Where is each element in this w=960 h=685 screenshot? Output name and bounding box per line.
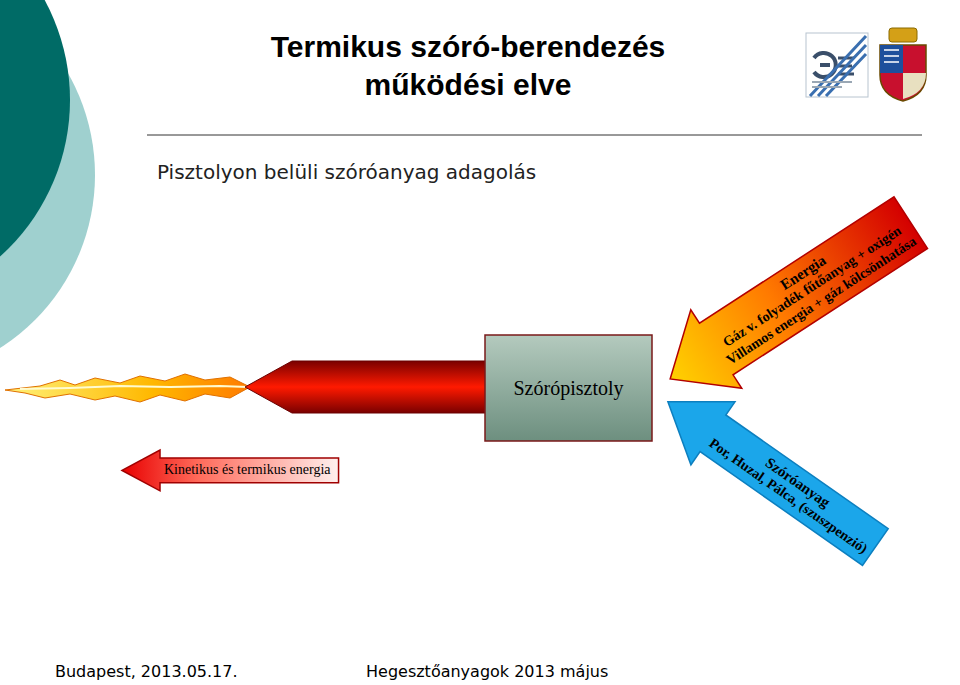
decor-circle-dark	[0, 0, 70, 310]
slide-title: Termikus szóró-berendezés működési elve	[238, 28, 698, 104]
subtitle: Pisztolyon belüli szóróanyag adagolás	[157, 160, 536, 184]
gun-nozzle-arrow	[245, 361, 490, 413]
coat-of-arms	[880, 28, 926, 101]
logo-frame	[806, 33, 868, 97]
energy-input-arrow: EnergiaGáz v. folyadék fűtőanyag + oxigé…	[644, 183, 936, 418]
node-shape	[122, 450, 339, 491]
node-shape	[485, 335, 652, 441]
spray-flame	[5, 374, 250, 402]
shield-quarter	[880, 45, 903, 73]
output-energy-arrow: Kinetikus és termikus energia	[122, 450, 339, 491]
university-logo	[806, 33, 868, 97]
title-rule	[147, 135, 922, 136]
gun-label: Szórópisztoly	[514, 376, 624, 400]
node-shape	[644, 183, 936, 418]
footer-event: Hegesztőanyagok 2013 május	[366, 662, 608, 681]
spray-gun-box: Szórópisztoly	[485, 335, 652, 441]
crown	[889, 28, 917, 42]
logo-stripes	[810, 36, 866, 96]
logo-small-lines	[812, 82, 852, 87]
shield-quarter-light	[903, 73, 926, 99]
material-forms: Por, Huzal, Pálca, (szuszpenzió)	[706, 436, 871, 558]
shield-bars	[884, 50, 899, 62]
node-shape	[646, 371, 897, 579]
energy-source: Gáz v. folyadék fűtőanyag + oxigén	[714, 219, 910, 354]
output-label: Kinetikus és termikus energia	[164, 462, 331, 479]
material-heading: Szóróanyag	[715, 421, 880, 544]
flame-core	[20, 386, 248, 389]
material-input-arrow: SzóróanyagPor, Huzal, Pálca, (szuszpenzi…	[646, 371, 897, 579]
shield	[880, 45, 926, 101]
footer-date: Budapest, 2013.05.17.	[55, 662, 238, 681]
